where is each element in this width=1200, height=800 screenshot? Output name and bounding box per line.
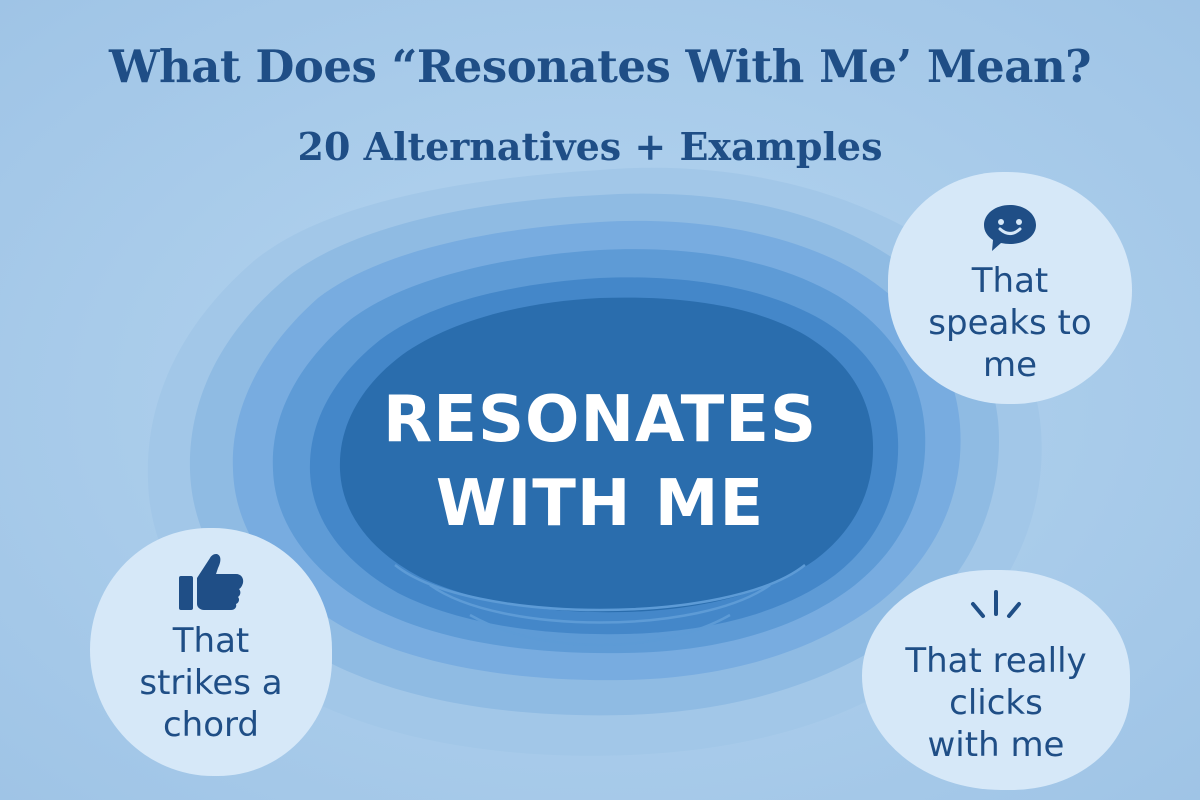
- page-subtitle: 20 Alternatives + Examples: [297, 124, 883, 169]
- bubble-strikes-a-chord: That strikes a chord: [90, 528, 332, 776]
- bubble-clicks-line-3: with me: [927, 725, 1065, 765]
- bubble-strikes-line-2: strikes a: [139, 663, 283, 703]
- bubble-speaks-line-3: me: [982, 345, 1038, 385]
- burst-lines-icon: [971, 590, 1021, 618]
- bubble-really-clicks: That really clicks with me: [862, 570, 1130, 790]
- page-title: What Does “Resonates With Me’ Mean?: [108, 40, 1092, 93]
- ripple-arc-1: [394, 564, 806, 612]
- bubble-clicks-line-2: clicks: [949, 683, 1043, 723]
- bubble-speaks-to-me: That speaks to me: [888, 172, 1132, 404]
- bubble-speaks-line-1: That: [971, 261, 1049, 301]
- center-phrase-line-2: WITH ME: [435, 467, 765, 541]
- center-phrase: RESONATES WITH ME: [0, 378, 1200, 546]
- bubble-strikes-line-1: That: [172, 621, 250, 661]
- ripple-arc-2: [429, 583, 771, 624]
- ripple-arc-3: [469, 613, 731, 647]
- bubble-clicks-line-1: That really: [905, 641, 1087, 681]
- bubble-strikes-line-3: chord: [162, 705, 259, 745]
- ripple-ring-core: [339, 297, 874, 613]
- bubble-speaks-line-2: speaks to: [928, 303, 1092, 343]
- ripple-layers: [147, 167, 1042, 756]
- center-phrase-line-1: RESONATES: [382, 383, 818, 457]
- thumbs-up-icon: [179, 554, 244, 610]
- ripple-arcs: [394, 564, 806, 647]
- smiling-speech-bubble-icon: [984, 205, 1036, 251]
